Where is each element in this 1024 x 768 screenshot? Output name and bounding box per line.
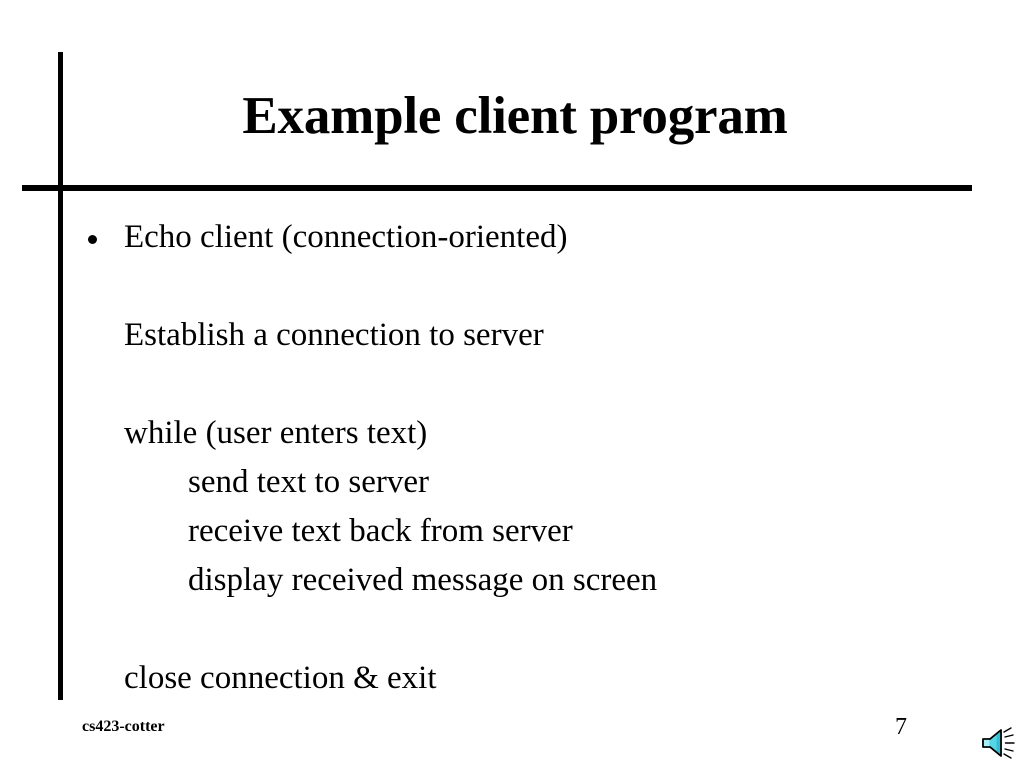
- speaker-sound-icon[interactable]: [980, 726, 1018, 760]
- spacer-line: [0, 605, 1024, 654]
- pseudocode-line-display: display received message on screen: [0, 556, 1024, 605]
- pseudocode-text: while (user enters text): [124, 415, 428, 451]
- spacer-line: [0, 360, 1024, 409]
- footer-course-label: cs423-cotter: [82, 718, 165, 735]
- pseudocode-text: send text to server: [188, 464, 430, 500]
- bullet-item-text: Echo client (connection-oriented): [124, 219, 568, 255]
- bullet-list-item: Echo client (connection-oriented): [0, 213, 1024, 262]
- pseudocode-line-establish: Establish a connection to server: [0, 311, 1024, 360]
- pseudocode-line-receive: receive text back from server: [0, 507, 1024, 556]
- pseudocode-text: receive text back from server: [188, 513, 573, 549]
- pseudocode-text: display received message on screen: [188, 562, 658, 598]
- pseudocode-text: Establish a connection to server: [124, 317, 544, 353]
- pseudocode-line-send: send text to server: [0, 458, 1024, 507]
- vertical-accent-rule: [58, 52, 63, 700]
- spacer-line: [0, 262, 1024, 311]
- bullet-dot-icon: [88, 235, 97, 244]
- pseudocode-text: close connection & exit: [124, 660, 437, 696]
- slide-title: Example client program: [242, 87, 788, 145]
- footer-page-number: 7: [895, 714, 907, 740]
- slide-body: Echo client (connection-oriented) Establ…: [0, 213, 1024, 703]
- pseudocode-line-while: while (user enters text): [0, 409, 1024, 458]
- horizontal-accent-rule: [22, 185, 972, 191]
- pseudocode-line-close: close connection & exit: [0, 654, 1024, 703]
